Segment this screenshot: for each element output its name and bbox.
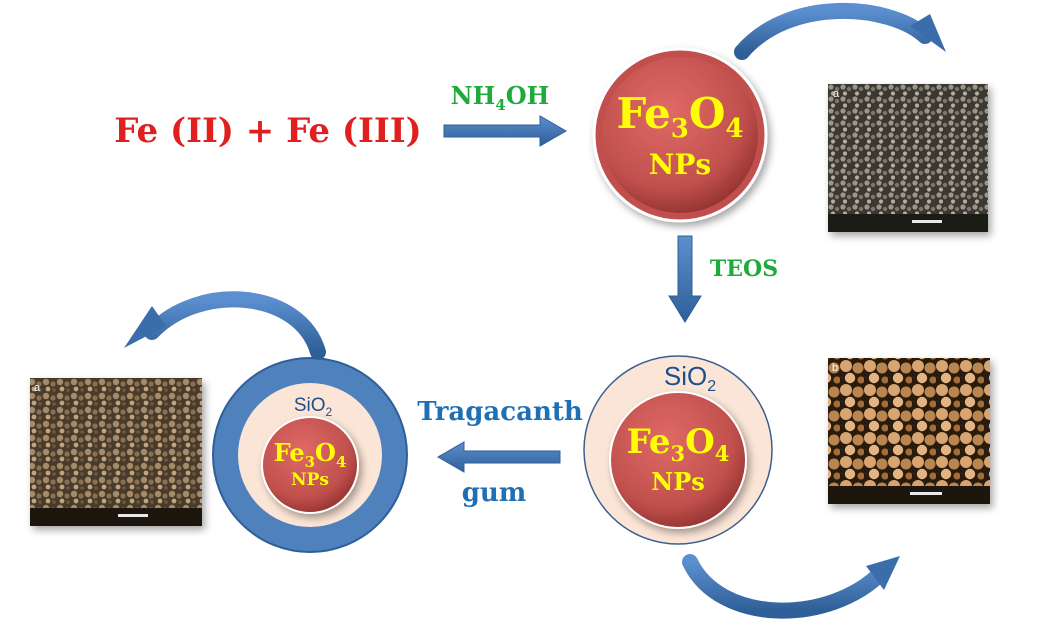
reactants-label: Fe (II) + Fe (III) <box>114 111 422 151</box>
core-formula-2: Fe3O4 <box>627 422 730 466</box>
sem-panel-label-final: a <box>34 382 41 394</box>
curved-arrow-bottom <box>682 554 900 619</box>
sem-micrograph-bare <box>828 84 988 232</box>
reagent-label-precip: NH4OH <box>451 81 550 114</box>
core-formula-1: Fe3O4 <box>616 89 743 144</box>
arrow-left <box>436 441 561 473</box>
curved-arrow-left <box>124 291 326 360</box>
curved-arrow-top <box>734 2 946 60</box>
reagent-label-gum: gum <box>462 478 527 508</box>
sem-panel-label-bare: a <box>833 88 840 100</box>
final-particle <box>212 357 408 553</box>
core-formula-3: Fe3O4 <box>274 438 347 471</box>
arrow-down <box>668 235 702 323</box>
reagent-label-teos: TEOS <box>710 256 778 282</box>
sem-panel-label-silica: b <box>832 362 838 374</box>
shell-formula-left: SiO2 <box>294 395 333 419</box>
core-np-label-1: NPs <box>649 148 711 181</box>
core-np-label-2: NPs <box>651 467 705 496</box>
core-shell-particle <box>583 355 773 545</box>
sem-micrograph-final <box>30 378 202 526</box>
reagent-label-tragacanth: Tragacanth <box>417 397 583 427</box>
shell-formula-right: SiO2 <box>664 361 716 395</box>
core-np-label-3: NPs <box>291 470 329 490</box>
arrow-right <box>443 115 568 147</box>
sem-micrograph-silica <box>828 358 990 504</box>
bare-core-particle <box>592 47 768 223</box>
